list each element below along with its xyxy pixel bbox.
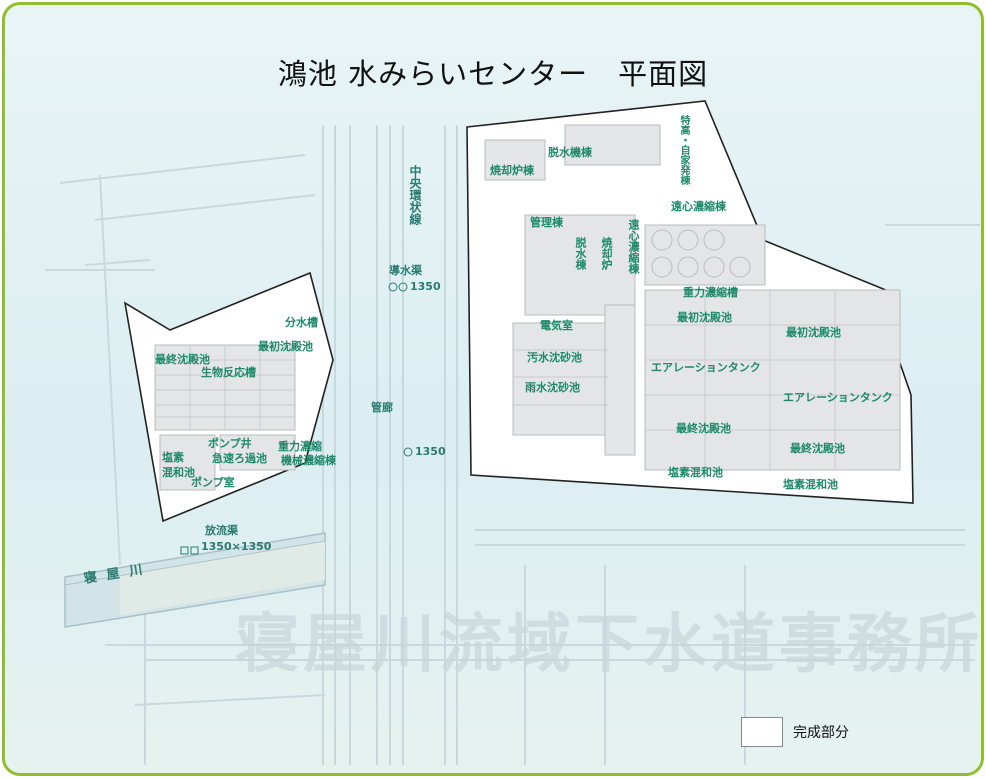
page-title: 鴻池 水みらいセンター 平面図 (277, 57, 709, 91)
east-final-settling-2: 最終沈殿池 (790, 442, 845, 455)
east-chlorine-tank-2: 塩素混和池 (783, 478, 838, 491)
conduit-size-2: 1350 (415, 445, 446, 458)
west-rapid-filter: 急速ろ過池 (212, 452, 267, 465)
east-gravity-thickener: 重力濃縮槽 (683, 286, 738, 299)
east-incinerator-vertical: 焼却炉 (600, 237, 613, 270)
west-chlorine-tank: 塩素 混和池 (162, 451, 195, 479)
east-electrical-room: 電気室 (540, 319, 573, 332)
west-pump-well: ポンプ井 (208, 437, 252, 450)
pump-conduit-label: 導水渠 (389, 264, 422, 277)
east-centrifugal-vertical: 遠心濃縮棟 (627, 219, 640, 274)
ring-road-label: 中央環状線 (408, 165, 422, 225)
east-sewage-grit: 汚水沈砂池 (527, 351, 582, 364)
west-first-settling: 最初沈殿池 (258, 340, 313, 353)
legend: 完成部分 (741, 717, 849, 747)
east-special-hv-building: 特高・自家発棟 (678, 115, 689, 185)
east-aeration-tank-1: エアレーションタンク (651, 361, 761, 374)
east-admin-building: 管理棟 (530, 216, 563, 229)
west-gravity-thickener: 重力濃縮 (278, 440, 322, 453)
west-pump-room: ポンプ室 (191, 476, 235, 489)
east-first-settling-2: 最初沈殿池 (786, 326, 841, 339)
east-dewater-vertical: 脱水棟 (574, 237, 587, 270)
west-final-settling: 最終沈殿池 (155, 353, 210, 366)
conduit-size-1: 1350 (410, 280, 441, 293)
east-chlorine-tank-1: 塩素混和池 (668, 466, 723, 479)
east-aeration-tank-2: エアレーションタンク (783, 391, 893, 404)
west-bioreactor: 生物反応槽 (201, 366, 256, 379)
east-final-settling-1: 最終沈殿池 (676, 422, 731, 435)
discharge-conduit-label: 放流渠 (205, 524, 238, 537)
legend-swatch-completed (741, 717, 783, 747)
east-incinerator-building: 焼却炉棟 (490, 164, 534, 177)
east-first-settling-1: 最初沈殿池 (677, 311, 732, 324)
pipe-corridor-label: 管廊 (371, 401, 393, 414)
east-storm-grit: 雨水沈砂池 (525, 381, 580, 394)
conduit-size-3: 1350×1350 (201, 540, 272, 553)
site-plan (45, 100, 980, 765)
west-distribution-tank: 分水槽 (285, 316, 318, 329)
east-centrifugal-building: 遠心濃縮棟 (671, 200, 726, 213)
east-dewatering-building: 脱水機棟 (548, 146, 592, 159)
west-mech-thickener: 機械濃縮棟 (281, 454, 336, 467)
legend-label: 完成部分 (793, 725, 849, 741)
